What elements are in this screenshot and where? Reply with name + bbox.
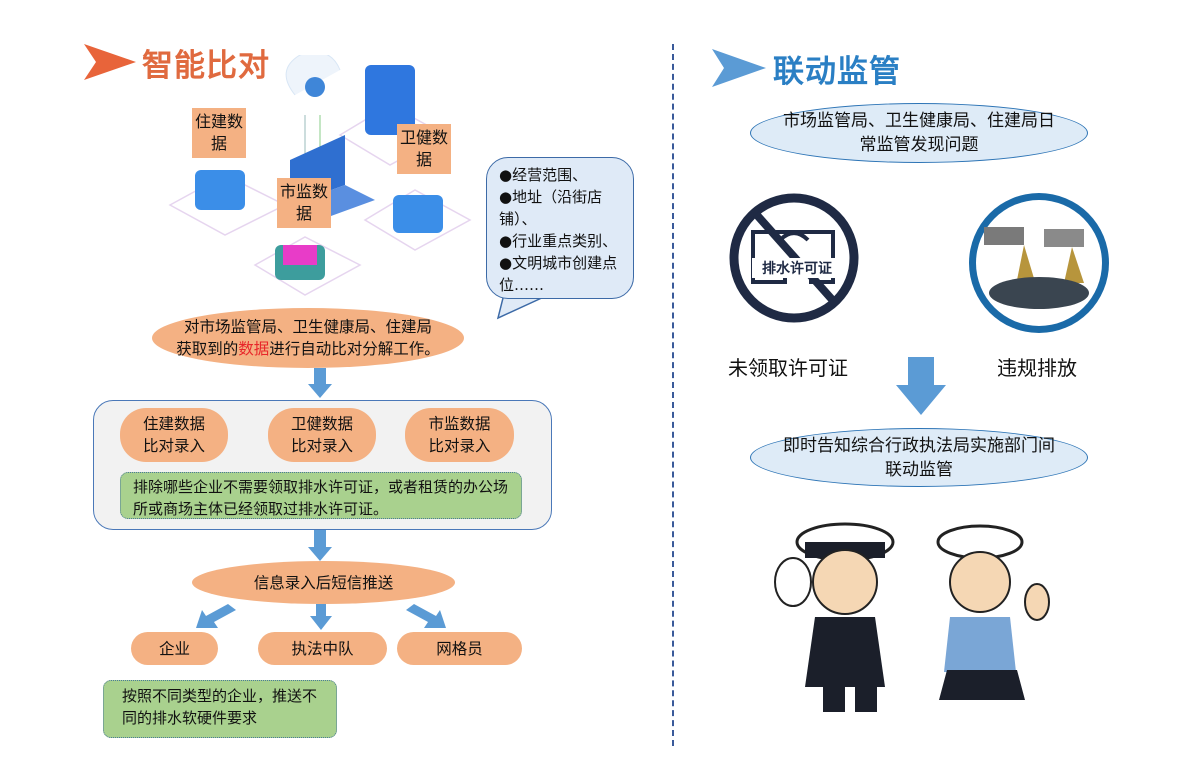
issue-no-permit: 未领取许可证 (728, 356, 848, 380)
enterprise-note: 按照不同类型的企业，推送不同的排水软硬件要求 (103, 680, 337, 738)
top-problem-oval: 市场监管局、卫生健康局、住建局日常监管发现问题 (750, 103, 1088, 163)
label-zhujian-data: 住建数据 (192, 108, 246, 158)
down-right-arrow-icon (406, 604, 446, 628)
oval-line1: 对市场监管局、卫生健康局、住建局 (183, 318, 432, 336)
police-officers-illustration (774, 522, 1050, 712)
label-weijian-data: 卫健数据 (397, 124, 451, 174)
label-shijian-data: 市监数据 (277, 178, 331, 228)
pollution-discharge-illustration (969, 193, 1109, 333)
oval-text: 进行自动比对分解工作。 (269, 340, 440, 358)
exclude-note: 排除哪些企业不需要领取排水许可证，或者租赁的办公场所或商场主体已经领取过排水许可… (120, 472, 522, 519)
callout-item: ●地址（沿街店铺）、 (499, 188, 603, 228)
section-title-smart-compare: 智能比对 (142, 48, 270, 84)
pill-weijian-entry: 卫健数据比对录入 (268, 408, 376, 462)
down-arrow-icon (896, 357, 946, 415)
permit-sign-text: 排水许可证 (752, 258, 842, 278)
sms-push-oval: 信息录入后短信推送 (192, 561, 455, 604)
callout-item: ●行业重点类别、 (499, 232, 618, 250)
down-left-arrow-icon (196, 604, 236, 628)
pill-shijian-entry: 市监数据比对录入 (405, 408, 514, 462)
flow-arrows (196, 368, 446, 630)
pill-zhujian-entry: 住建数据比对录入 (120, 408, 228, 462)
orange-arrow-icon (84, 44, 136, 80)
target-enterprise: 企业 (131, 632, 218, 665)
info-callout: ●经营范围、 ●地址（沿街店铺）、 ●行业重点类别、 ●文明城市创建点位…… (486, 157, 634, 299)
issue-illegal-discharge: 违规排放 (997, 356, 1077, 380)
blue-arrow-icon (712, 49, 766, 87)
callout-item: ●文明城市创建点位…… (499, 254, 618, 294)
down-arrow-icon (308, 530, 332, 561)
server-network-illustration (168, 55, 472, 296)
oval-text: 获取到的 (176, 340, 239, 358)
auto-compare-oval: 对市场监管局、卫生健康局、住建局 获取到的数据进行自动比对分解工作。 (152, 308, 464, 368)
target-grid-worker: 网格员 (397, 632, 522, 665)
down-arrow-icon (310, 604, 332, 630)
section-title-linked-supervision: 联动监管 (773, 54, 901, 90)
target-enforcement-squad: 执法中队 (258, 632, 387, 665)
highlight-data: 数据 (238, 340, 270, 358)
callout-item: ●经营范围、 (499, 166, 588, 184)
bottom-action-oval: 即时告知综合行政执法局实施部门间联动监管 (750, 428, 1088, 487)
down-arrow-icon (308, 368, 332, 398)
section-divider (672, 44, 674, 746)
